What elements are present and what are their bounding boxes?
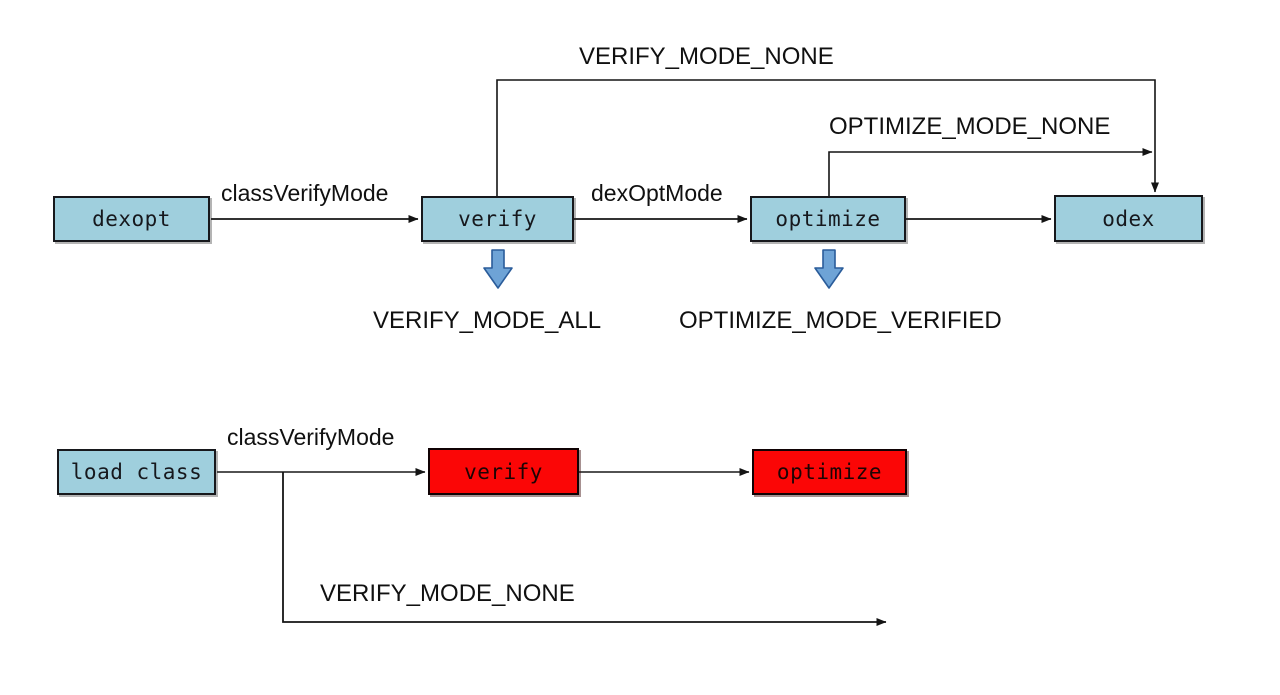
block-arrow-optimize-mode-verified	[814, 249, 844, 289]
label-verify-mode-none-bottom-text: VERIFY_MODE_NONE	[320, 580, 575, 607]
label-class-verify-mode-bottom-text: classVerifyMode	[227, 424, 395, 450]
node-load-class-label: load class	[70, 460, 203, 484]
node-optimize-top-label: optimize	[775, 207, 881, 231]
node-optimize-bottom[interactable]: optimize	[752, 449, 907, 495]
node-load-class[interactable]: load class	[57, 449, 216, 495]
edge-optimize-mode-none	[828, 148, 1153, 196]
label-dex-opt-mode: dexOptMode	[591, 180, 723, 207]
label-optimize-mode-none: OPTIMIZE_MODE_NONE	[829, 113, 1110, 141]
label-verify-mode-none-bottom: VERIFY_MODE_NONE	[320, 580, 575, 608]
node-optimize-bottom-label: optimize	[776, 460, 883, 484]
label-optimize-mode-none-text: OPTIMIZE_MODE_NONE	[829, 113, 1111, 140]
label-class-verify-mode-top: classVerifyMode	[221, 180, 388, 207]
node-odex-label: odex	[1102, 206, 1155, 231]
node-optimize-top[interactable]: optimize	[750, 196, 906, 242]
label-dex-opt-mode-text: dexOptMode	[591, 180, 723, 206]
label-class-verify-mode-top-text: classVerifyMode	[221, 180, 389, 206]
label-verify-mode-all: VERIFY_MODE_ALL	[373, 307, 601, 335]
node-dexopt-label: dexopt	[92, 207, 171, 231]
node-verify-top[interactable]: verify	[421, 196, 574, 242]
node-odex[interactable]: odex	[1054, 195, 1203, 242]
node-verify-top-label: verify	[458, 207, 537, 231]
label-verify-mode-all-text: VERIFY_MODE_ALL	[373, 307, 602, 334]
label-optimize-mode-verified: OPTIMIZE_MODE_VERIFIED	[679, 307, 1002, 335]
label-class-verify-mode-bottom: classVerifyMode	[227, 424, 394, 451]
label-optimize-mode-verified-text: OPTIMIZE_MODE_VERIFIED	[679, 307, 1002, 334]
node-verify-bottom[interactable]: verify	[428, 448, 579, 495]
label-verify-mode-none-top-text: VERIFY_MODE_NONE	[579, 43, 834, 70]
node-verify-bottom-label: verify	[464, 459, 543, 484]
block-arrow-verify-mode-all	[483, 249, 513, 289]
node-dexopt[interactable]: dexopt	[53, 196, 210, 242]
label-verify-mode-none-top: VERIFY_MODE_NONE	[579, 43, 834, 71]
